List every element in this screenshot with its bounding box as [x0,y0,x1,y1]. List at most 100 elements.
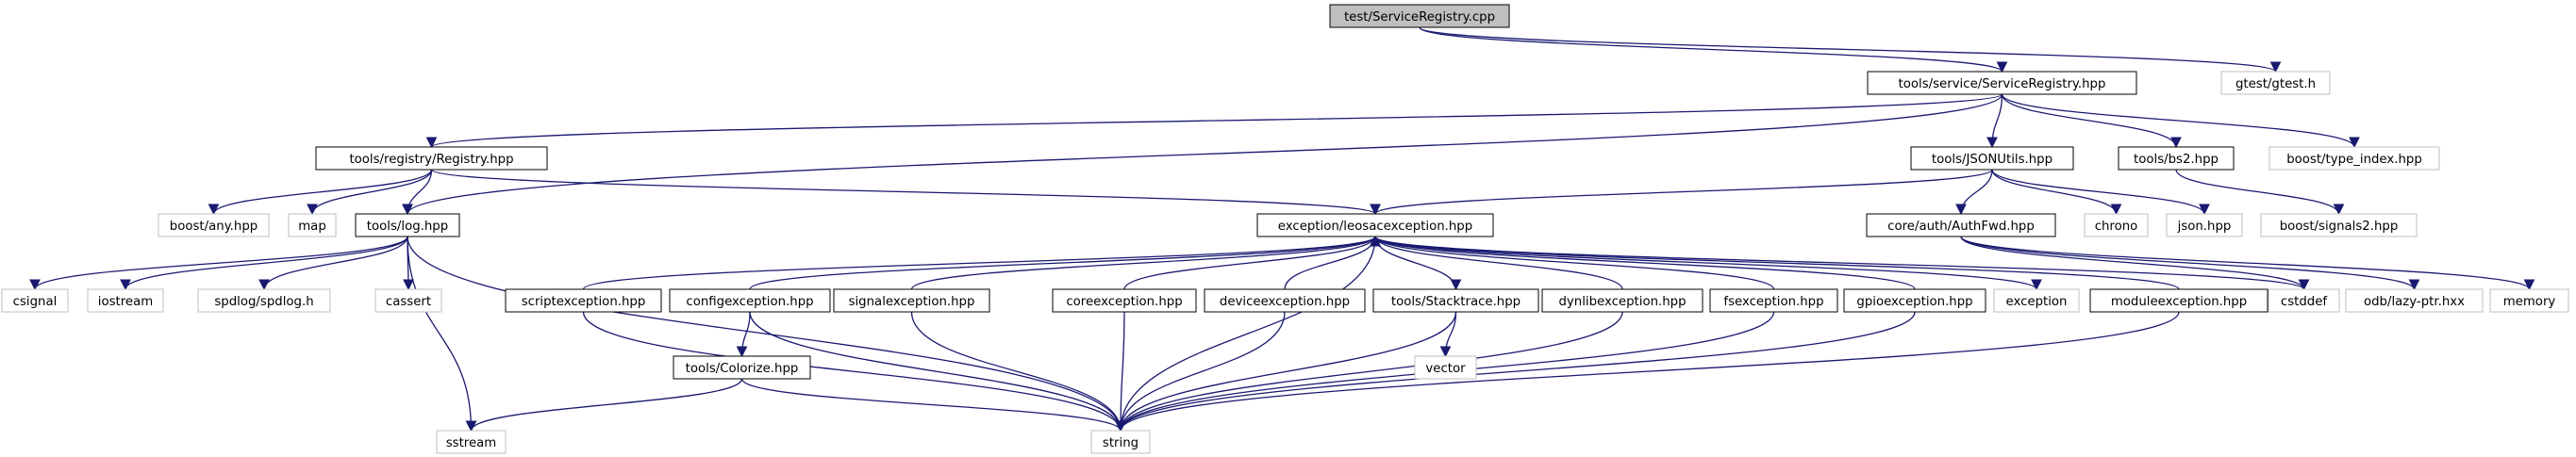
node-label-dynlibexc: dynlibexception.hpp [1558,295,1686,309]
node-label-gtest: gtest/gtest.h [2235,77,2316,91]
node-box-csignal [1,288,69,313]
node-box-boostany [158,213,270,237]
node-box-map [288,213,337,237]
node-configexc[interactable]: configexception.hpp [669,288,831,313]
node-label-coreexc: coreexception.hpp [1066,295,1182,309]
node-box-cstddef [2268,288,2340,313]
node-label-vector: vector [1425,362,1466,376]
node-label-authfwd: core/auth/AuthFwd.hpp [1887,220,2035,234]
edge-signalexc-to-leosa [910,235,1381,290]
node-log[interactable]: tools/log.hpp [355,213,460,237]
node-bs2[interactable]: tools/bs2.hpp [2118,146,2235,171]
node-label-configexc: configexception.hpp [686,295,813,309]
node-colorize[interactable]: tools/Colorize.hpp [673,355,811,380]
node-exception: exception [1993,288,2080,313]
edge-sreg-to-registry [426,93,2003,149]
node-stacktrace[interactable]: tools/Stacktrace.hpp [1372,288,1539,313]
node-root[interactable]: test/ServiceRegistry.cpp [1329,4,1510,28]
node-deviceexc[interactable]: deviceexception.hpp [1204,288,1366,313]
node-label-signalexc: signalexception.hpp [849,295,975,309]
node-label-cassert: cassert [386,295,431,309]
edge-scriptexc-to-leosa [582,235,1381,290]
edge-coreexc-to-leosa [1123,235,1381,290]
node-vector: vector [1414,355,1477,380]
node-label-scriptexc: scriptexception.hpp [522,295,646,309]
node-label-iostream: iostream [98,295,153,309]
edge-registry-to-map [307,169,433,216]
node-scriptexc[interactable]: scriptexception.hpp [505,288,662,313]
node-label-spdlog: spdlog/spdlog.h [214,295,313,309]
node-box-bs2 [2118,146,2235,171]
node-sreg[interactable]: tools/service/ServiceRegistry.hpp [1867,71,2137,95]
edge-root-to-sreg [1419,26,2008,73]
node-box-registry [315,146,548,171]
node-jsonutils[interactable]: tools/JSONUtils.hpp [1910,146,2074,171]
node-spdlog: spdlog/spdlog.h [197,288,331,313]
node-label-typeindex: boost/type_index.hpp [2286,153,2422,167]
node-box-typeindex [2269,146,2440,171]
node-coreexc[interactable]: coreexception.hpp [1052,288,1197,313]
node-box-odb [2345,288,2484,313]
node-authfwd[interactable]: core/auth/AuthFwd.hpp [1866,213,2056,237]
node-box-coreexc [1052,288,1197,313]
node-sstream: sstream [436,430,507,454]
edge-log-to-sstream [407,236,477,433]
node-label-gpioexc: gpioexception.hpp [1856,295,1972,309]
edge-leosa-to-cstddef [1374,236,2309,291]
edge-coreexc-to-string [1115,311,1126,433]
edge-sreg-to-log [402,93,2003,216]
node-box-leosa [1256,213,1494,237]
node-label-exception: exception [2006,295,2068,309]
node-leosa[interactable]: exception/leosacexception.hpp [1256,213,1494,237]
node-box-gtest [2220,71,2331,95]
node-fsexc[interactable]: fsexception.hpp [1709,288,1838,313]
edge-jsonutils-to-jsonhpp [1991,169,2210,216]
edge-log-to-spdlog [258,236,408,291]
node-boostany: boost/any.hpp [158,213,270,237]
node-box-spdlog [197,288,331,313]
node-cstddef: cstddef [2268,288,2340,313]
node-odb: odb/lazy-ptr.hxx [2345,288,2484,313]
node-gpioexc[interactable]: gpioexception.hpp [1843,288,1986,313]
node-jsonhpp: json.hpp [2166,213,2243,237]
node-signalexc[interactable]: signalexception.hpp [833,288,990,313]
node-box-root [1329,4,1510,28]
edge-moduleexc-to-leosa [1370,235,2180,290]
node-label-moduleexc: moduleexception.hpp [2111,295,2247,309]
node-box-vector [1414,355,1477,380]
node-box-cassert [374,288,442,313]
node-label-log: tools/log.hpp [367,220,448,234]
edge-registry-to-leosa [430,169,1381,216]
edge-colorize-to-string [740,378,1126,433]
node-label-jsonutils: tools/JSONUtils.hpp [1932,153,2052,167]
edge-bs2-to-signals2 [2175,169,2345,216]
node-moduleexc[interactable]: moduleexception.hpp [2089,288,2269,313]
node-label-fsexc: fsexception.hpp [1723,295,1823,309]
edge-configexc-to-string [749,311,1126,433]
edge-moduleexc-to-string [1115,311,2180,433]
edge-colorize-to-sstream [465,378,743,433]
node-memory: memory [2489,288,2569,313]
edge-authfwd-to-memory [1960,236,2535,291]
node-signals2: boost/signals2.hpp [2260,213,2418,237]
edge-leosa-to-exception [1374,236,2042,291]
node-registry[interactable]: tools/registry/Registry.hpp [315,146,548,171]
node-chrono: chrono [2084,213,2149,237]
edge-configexc-to-colorize [736,311,751,358]
edge-log-to-string [407,236,1126,433]
edge-sreg-to-jsonutils [1986,93,2003,149]
node-box-moduleexc [2089,288,2269,313]
edge-authfwd-to-odb [1960,236,2420,291]
node-label-deviceexc: deviceexception.hpp [1220,295,1350,309]
edge-scriptexc-to-string [582,311,1126,433]
node-box-jsonutils [1910,146,2074,171]
nodes-layer: test/ServiceRegistry.cpp tools/service/Se… [1,4,2569,454]
node-label-csignal: csignal [13,295,58,309]
node-label-map: map [298,220,326,234]
node-dynlibexc[interactable]: dynlibexception.hpp [1541,288,1703,313]
node-label-odb: odb/lazy-ptr.hxx [2364,295,2465,309]
edge-authfwd-to-cstddef [1960,236,2310,291]
edge-deviceexc-to-string [1115,311,1286,433]
node-box-fsexc [1709,288,1838,313]
